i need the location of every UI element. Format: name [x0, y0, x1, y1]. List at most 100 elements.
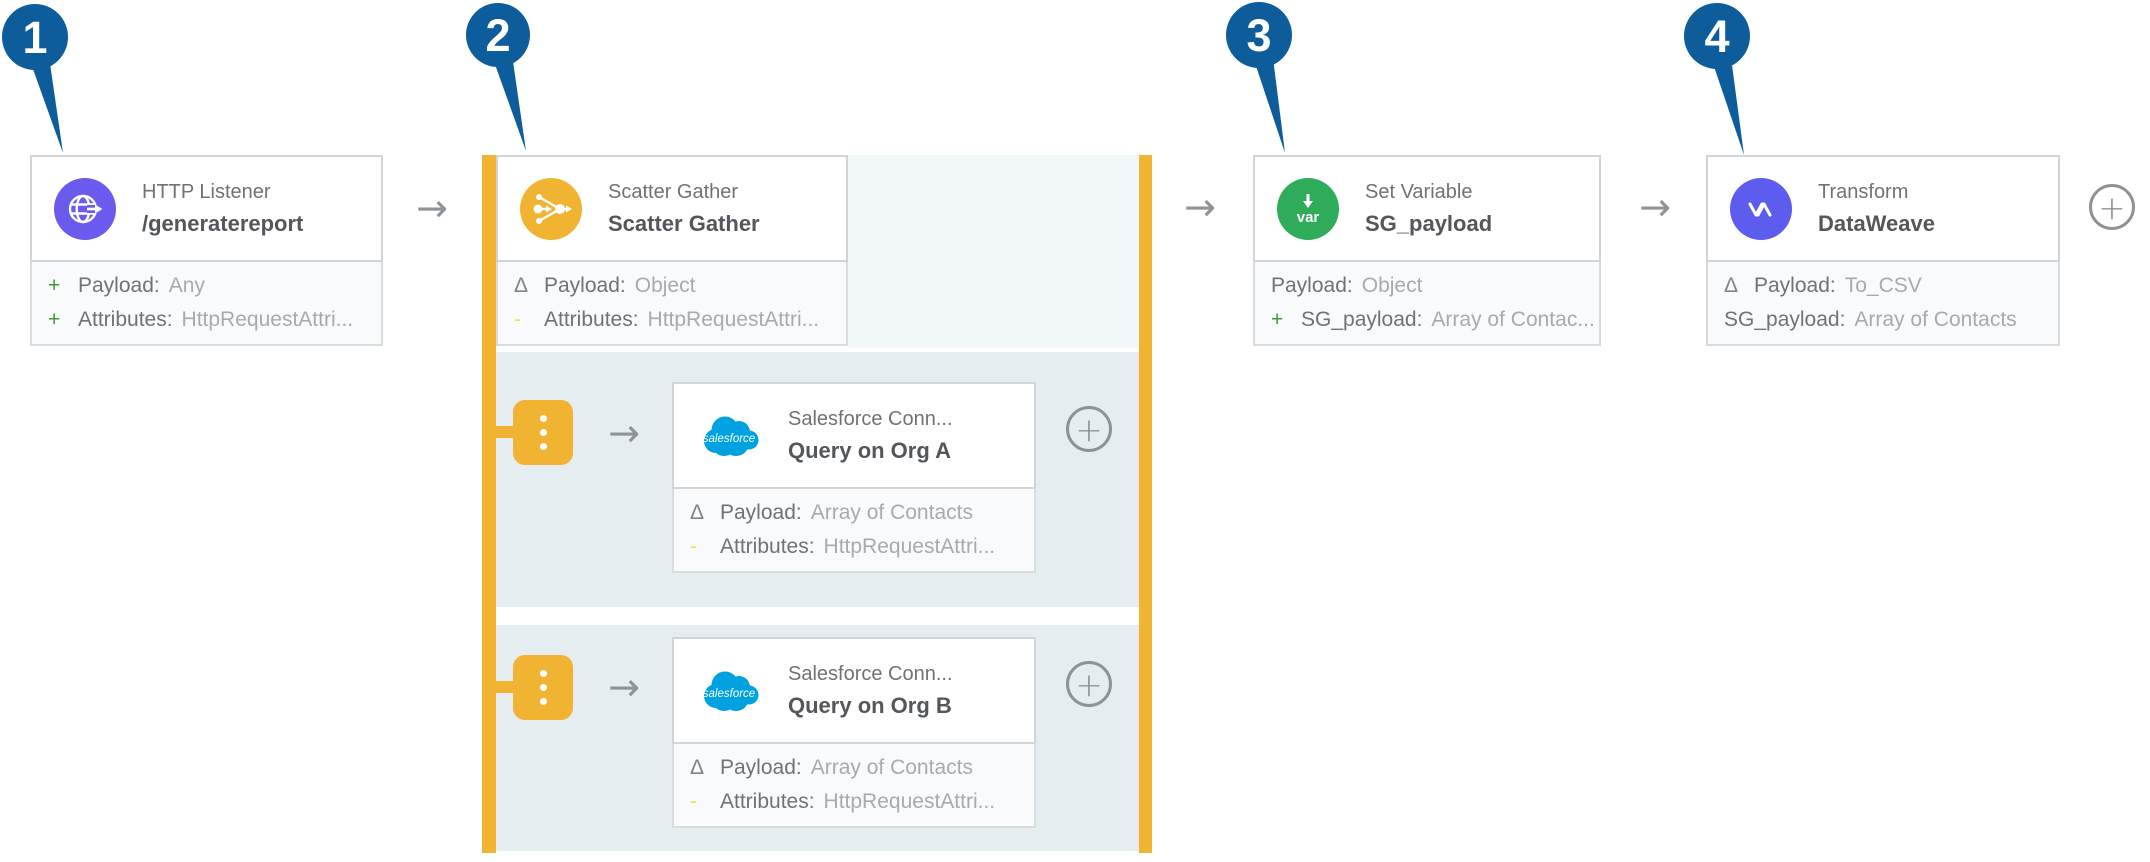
metadata-label: SG_payload: — [1724, 308, 1846, 331]
metadata-line: Payload:Object — [1271, 269, 1599, 303]
branch-menu-button[interactable] — [513, 655, 573, 720]
globe-icon — [68, 194, 103, 223]
metadata-prefix: + — [1271, 308, 1284, 331]
metadata-line: Δ Payload: Array of Contacts — [690, 496, 1034, 530]
flow-connector-arrow: → — [608, 411, 640, 455]
metadata-value: To_CSV — [1844, 274, 1922, 297]
kebab-dot-icon — [539, 670, 547, 677]
metadata-value: Array of Contacts — [810, 501, 973, 524]
metadata-line: +Payload:Any — [48, 269, 381, 303]
metadata-value: Object — [634, 274, 696, 297]
node-transform-header[interactable]: Transform DataWeave — [1706, 155, 2060, 262]
transform-icon — [1730, 177, 1792, 240]
flow-connector-arrow: → — [1639, 185, 1671, 229]
annotation-badge-1: 1 — [2, 4, 68, 153]
annotation-badge-3: 3 — [1226, 2, 1292, 153]
metadata-value: Array of Contac... — [1431, 308, 1595, 331]
node-scatter-gather-header[interactable]: Scatter Gather Scatter Gather — [496, 155, 848, 262]
metadata-line: + SG_payload: Array of Contac... — [1271, 303, 1599, 337]
branch-connector-stub — [496, 426, 513, 438]
scatter-gather-icon — [520, 177, 582, 240]
dataweave-icon — [1748, 202, 1772, 216]
metadata-value: Object — [1361, 274, 1423, 297]
metadata-prefix: Δ — [514, 274, 529, 297]
badge-number: 4 — [1704, 11, 1729, 62]
node-http-listener-header[interactable]: HTTP Listener /generatereport — [30, 155, 383, 262]
scatter-gather-branch-2: → salesforce — [496, 625, 1139, 851]
salesforce-logo-text: salesforce — [703, 688, 755, 700]
node-type-label: HTTP Listener — [142, 180, 271, 203]
node-type-label: Salesforce Conn... — [788, 407, 953, 430]
metadata-value: Any — [168, 274, 205, 297]
add-component-button[interactable]: + — [1066, 661, 1112, 707]
node-name-label: /generatereport — [142, 210, 304, 236]
metadata-label: Attributes: — [720, 535, 815, 558]
node-titles: Transform DataWeave — [1818, 181, 1935, 237]
node-scatter-gather[interactable]: Scatter Gather Scatter Gather Δ Payload: O… — [496, 155, 848, 346]
salesforce-logo-text: salesforce — [703, 433, 755, 445]
node-name-label: DataWeave — [1818, 210, 1935, 236]
metadata-label: Payload: — [544, 274, 626, 297]
flow-connector-arrow: → — [416, 186, 448, 230]
http-listener-icon — [54, 177, 116, 240]
scatter-gather-glyph-icon — [533, 193, 572, 224]
set-variable-icon: var — [1277, 177, 1339, 240]
metadata-prefix: Δ — [690, 756, 705, 779]
annotation-badge-2: 2 — [466, 3, 530, 151]
add-component-button[interactable]: + — [2089, 184, 2135, 230]
node-titles: Salesforce Conn... Query on Org A — [788, 408, 953, 464]
node-name-label: Scatter Gather — [608, 210, 760, 236]
node-http-listener[interactable]: HTTP Listener /generatereport +Payload:A… — [30, 155, 383, 346]
scatter-gather-container: Scatter Gather Scatter Gather Δ Payload: O… — [482, 155, 1152, 853]
metadata-prefix: Δ — [690, 501, 705, 524]
kebab-dot-icon — [539, 429, 547, 436]
flow-connector-arrow: → — [608, 665, 640, 709]
metadata-line: + Attributes: HttpRequestAttri... — [48, 303, 381, 337]
kebab-dot-icon — [539, 698, 547, 705]
node-http-listener-metadata: +Payload:Any + Attributes: HttpRequestAttr… — [30, 262, 383, 346]
node-query-org-a-header[interactable]: salesforce Salesforce Conn... Query on O… — [672, 382, 1036, 489]
badge-number: 2 — [485, 10, 510, 61]
kebab-dot-icon — [539, 684, 547, 691]
metadata-value: Array of Contacts — [1854, 308, 2017, 331]
node-query-org-b-header[interactable]: salesforce Salesforce Conn... Query on O… — [672, 637, 1036, 744]
var-icon: var — [1297, 193, 1319, 226]
metadata-label: Attributes: — [720, 790, 815, 813]
node-query-org-b[interactable]: salesforce Salesforce Conn... Query on O… — [672, 637, 1036, 828]
add-component-button[interactable]: + — [1066, 406, 1112, 452]
flow-connector-arrow: → — [1184, 185, 1216, 229]
node-type-label: Set Variable — [1365, 180, 1473, 203]
scatter-gather-filler — [848, 155, 1139, 348]
metadata-label: Attributes: — [544, 308, 639, 331]
metadata-label: Payload: — [720, 501, 802, 524]
metadata-label: Payload: — [1754, 274, 1836, 297]
node-scatter-gather-metadata: Δ Payload: Object -Attributes: HttpRequestA… — [496, 262, 848, 346]
metadata-label: Attributes: — [78, 308, 173, 331]
branch-menu-button[interactable] — [513, 400, 573, 465]
metadata-line: -Attributes: HttpRequestAttri... — [690, 785, 1034, 819]
metadata-prefix: - — [690, 790, 697, 813]
branch-connector-stub — [496, 681, 513, 693]
annotation-badge-4: 4 — [1684, 3, 1750, 155]
metadata-line: Δ Payload: Object — [514, 269, 846, 303]
metadata-value: HttpRequestAttri... — [181, 308, 354, 331]
metadata-prefix: - — [514, 308, 521, 331]
node-set-variable[interactable]: var Set Variable SG_payload Payload:Obje… — [1253, 155, 1601, 346]
node-titles: Set Variable SG_payload — [1365, 181, 1492, 237]
node-query-org-a[interactable]: salesforce Salesforce Conn... Query on O… — [672, 382, 1036, 573]
metadata-label: SG_payload: — [1301, 308, 1423, 331]
metadata-value: HttpRequestAttri... — [647, 308, 820, 331]
metadata-value: HttpRequestAttri... — [823, 790, 996, 813]
node-query-org-a-metadata: Δ Payload: Array of Contacts -Attributes:H… — [672, 489, 1036, 573]
salesforce-icon: salesforce — [703, 416, 759, 456]
node-set-variable-header[interactable]: var Set Variable SG_payload — [1253, 155, 1601, 262]
metadata-prefix: + — [48, 308, 61, 331]
node-name-label: Query on Org A — [788, 437, 951, 463]
metadata-line: -Attributes:HttpRequestAttri... — [690, 530, 1034, 564]
